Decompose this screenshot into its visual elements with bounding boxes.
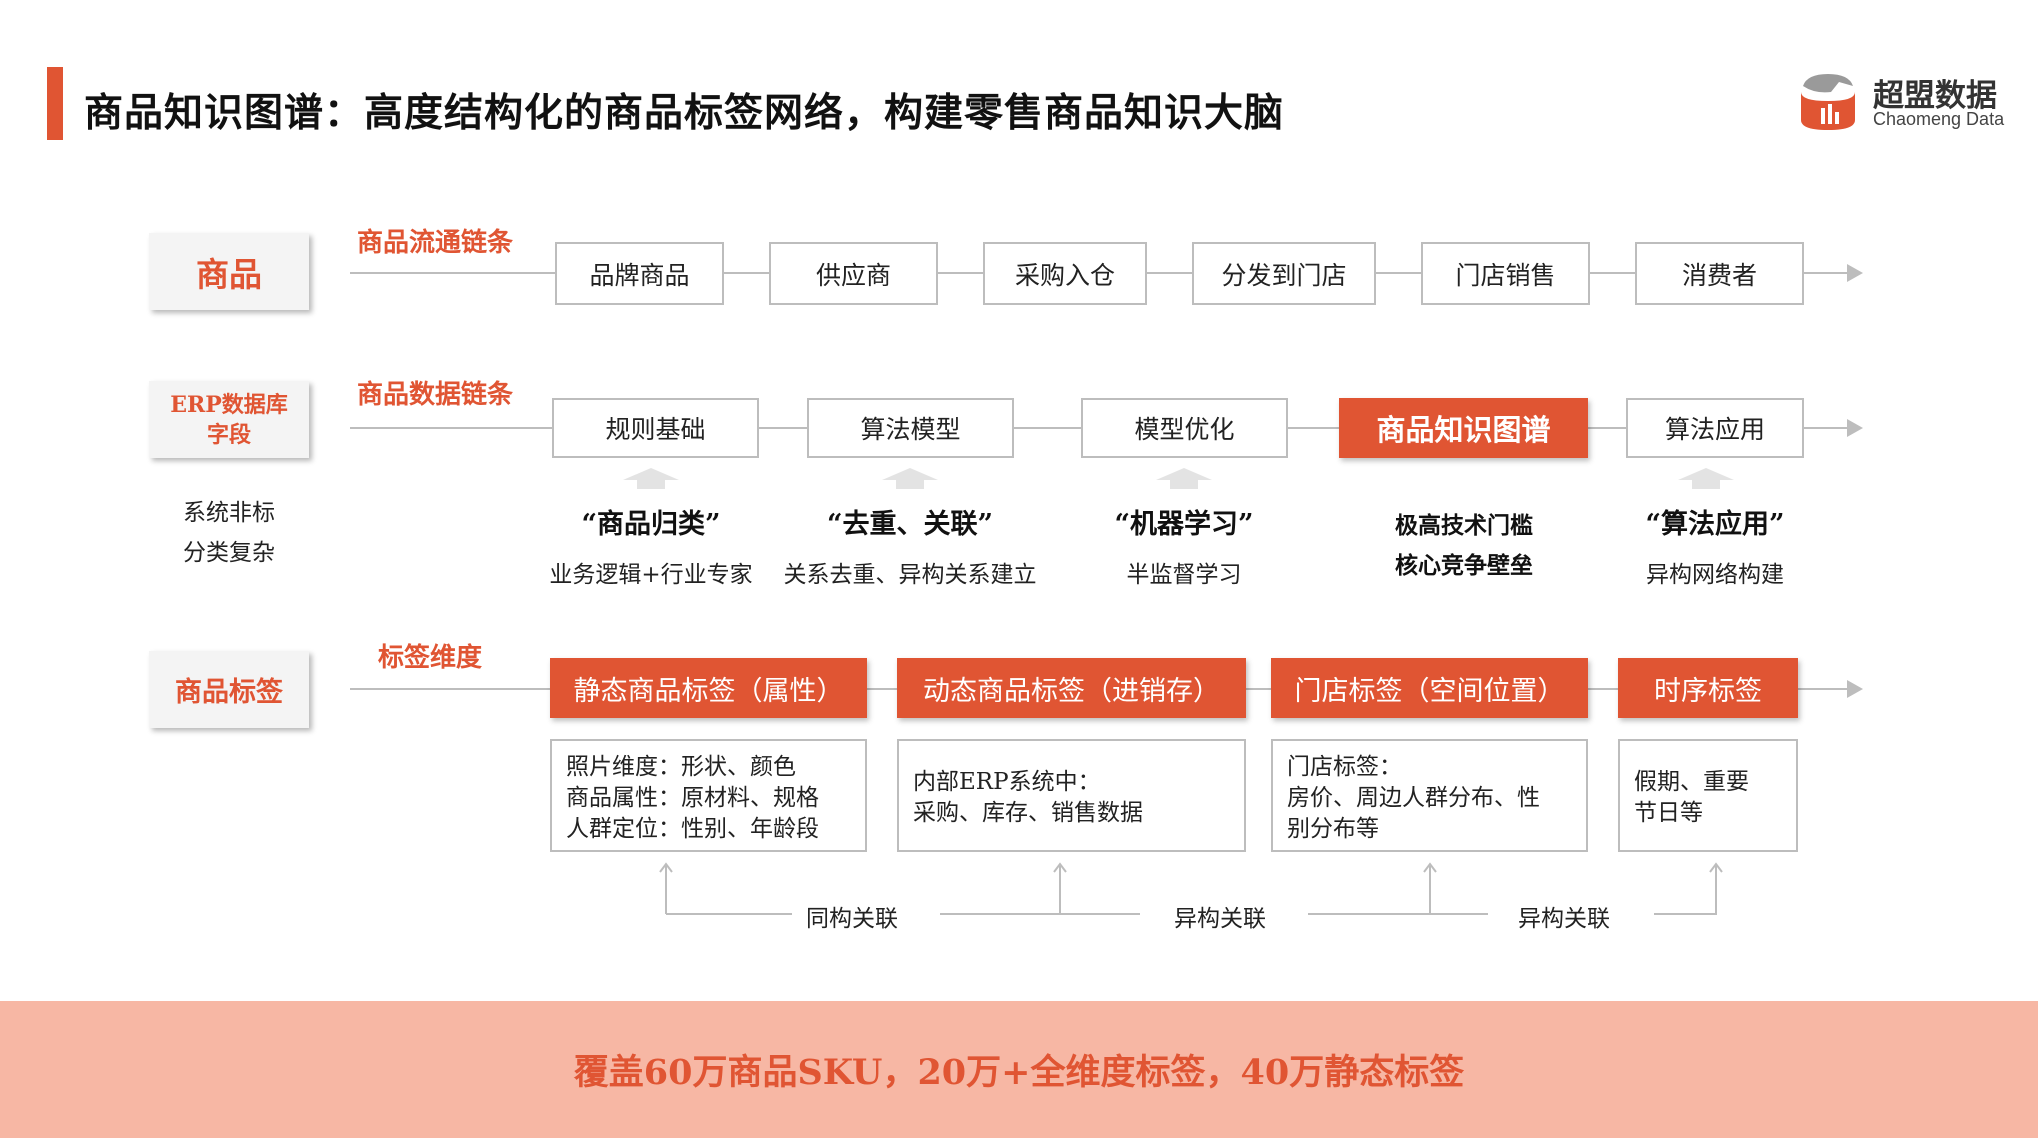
annotation-quote: “算法应用” — [1645, 509, 1785, 540]
step-algorithm-application: 算法应用 — [1626, 398, 1804, 458]
step-knowledge-graph: 商品知识图谱 — [1339, 398, 1588, 458]
annotation-sub: 业务逻辑+行业专家 — [549, 562, 753, 588]
annotation-sub: 异构网络构建 — [1646, 562, 1784, 588]
relation-label-homogeneous: 同构关联 — [806, 906, 898, 932]
annotation-sub: 关系去重、异构关系建立 — [783, 562, 1037, 588]
page-title: 商品知识图谱：高度结构化的商品标签网络，构建零售商品知识大脑 — [84, 90, 1285, 136]
title-accent-bar — [47, 67, 63, 140]
step-rule-basis: 规则基础 — [552, 398, 759, 458]
step-store-sales: 门店销售 — [1421, 242, 1590, 305]
step-model-optimization: 模型优化 — [1081, 398, 1288, 458]
tag-body-dynamic: 内部ERP系统中： 采购、库存、销售数据 — [897, 739, 1246, 852]
up-arrow-icon — [1156, 468, 1212, 489]
footer-band — [0, 1001, 2038, 1138]
annotation-sub: 半监督学习 — [1126, 562, 1242, 588]
row-label-tags: 商品标签 — [149, 651, 309, 728]
row-label-product: 商品 — [149, 233, 309, 310]
data-chain-arrow-icon — [1847, 419, 1863, 437]
step-purchase-warehouse: 采购入仓 — [983, 242, 1147, 305]
circulation-arrow-icon — [1847, 264, 1863, 282]
step-distribution: 分发到门店 — [1192, 242, 1376, 305]
up-arrow-icon — [1678, 468, 1734, 489]
chain-label-data: 商品数据链条 — [357, 380, 514, 410]
step-consumer: 消费者 — [1635, 242, 1804, 305]
annotation-quote: “商品归类” — [581, 509, 721, 540]
erp-note-line2: 分类复杂 — [183, 540, 275, 566]
annotation-barrier-line1: 极高技术门槛 — [1395, 512, 1533, 539]
annotation-quote: “去重、关联” — [826, 509, 994, 540]
tag-body-timeseries: 假期、重要 节日等 — [1618, 739, 1798, 852]
step-supplier: 供应商 — [769, 242, 938, 305]
annotation-barrier-line2: 核心竞争壁垒 — [1395, 552, 1533, 579]
footer-summary: 覆盖60万商品SKU，20万+全维度标签，40万静态标签 — [573, 1052, 1465, 1093]
tag-head-timeseries: 时序标签 — [1618, 658, 1798, 718]
step-algorithm-model: 算法模型 — [807, 398, 1014, 458]
up-arrow-icon — [882, 468, 938, 489]
logo-name-en: Chaomeng Data — [1873, 109, 2005, 129]
chain-label-circulation: 商品流通链条 — [357, 228, 514, 258]
tag-dimension-arrow-icon — [1847, 680, 1863, 698]
up-arrow-icon — [623, 468, 679, 489]
relation-label-heterogeneous: 异构关联 — [1174, 906, 1266, 932]
chaomeng-logo-icon — [1801, 74, 1855, 130]
logo-name-cn: 超盟数据 — [1873, 78, 1997, 114]
row-label-erp: ERP数据库 字段 — [149, 381, 309, 458]
step-brand-product: 品牌商品 — [555, 242, 724, 305]
tag-body-store: 门店标签： 房价、周边人群分布、性 别分布等 — [1271, 739, 1588, 852]
relation-label-heterogeneous: 异构关联 — [1518, 906, 1610, 932]
chain-label-tag-dimension: 标签维度 — [378, 643, 483, 673]
tag-head-store: 门店标签（空间位置） — [1271, 658, 1588, 718]
tag-head-static: 静态商品标签（属性） — [550, 658, 867, 718]
tag-body-static: 照片维度：形状、颜色 商品属性：原材料、规格 人群定位：性别、年龄段 — [550, 739, 867, 852]
annotation-quote: “机器学习” — [1114, 509, 1254, 540]
erp-note-line1: 系统非标 — [183, 500, 275, 526]
tag-head-dynamic: 动态商品标签（进销存） — [897, 658, 1246, 718]
